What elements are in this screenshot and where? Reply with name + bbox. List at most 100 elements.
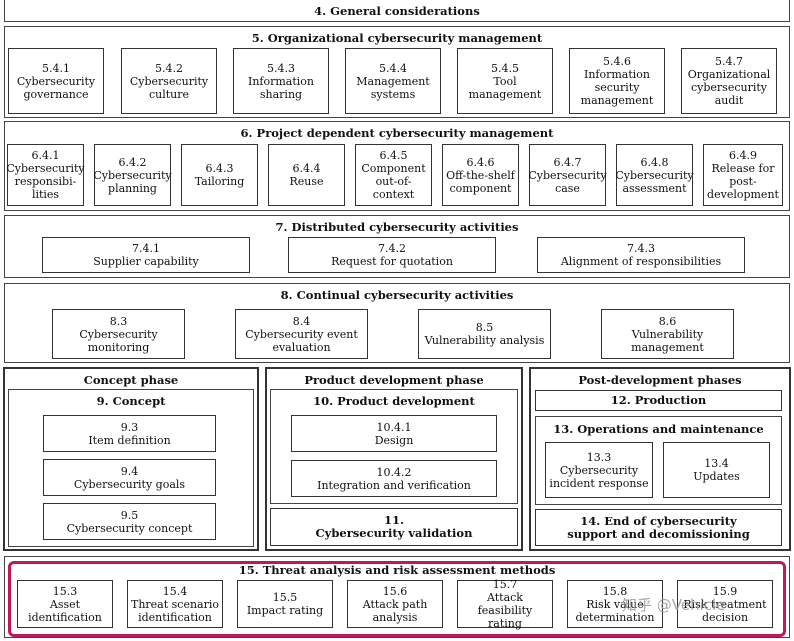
box-label: Organizational cybersecurity audit xyxy=(687,68,771,107)
product-phase-title: Product development phase xyxy=(304,373,484,387)
box-8-4: 8.4 Cybersecurity event evaluation xyxy=(235,309,368,359)
box-8-6: 8.6 Vulnerability management xyxy=(601,309,734,359)
box-label: Risk treatment decision xyxy=(683,597,767,624)
box-15-3: 15.3 Asset identification xyxy=(17,580,113,628)
box-label: Cybersecurity event evaluation xyxy=(245,327,358,354)
box-13-3: 13.3 Cybersecurity incident response xyxy=(545,442,653,498)
box-15-9: 15.9 Risk treatment decision xyxy=(677,580,773,628)
box-num: 9.5 xyxy=(120,508,139,522)
box-5-4-7: 5.4.7 Organizational cybersecurity audit xyxy=(681,48,777,114)
section-7-title: 7. Distributed cybersecurity activities xyxy=(275,220,519,234)
section-5-title: 5. Organizational cybersecurity manageme… xyxy=(251,31,543,45)
box-num: 7.4.2 xyxy=(378,242,406,255)
box-num: 6.4.6 xyxy=(466,155,495,169)
box-9-5: 9.5 Cybersecurity concept xyxy=(43,503,216,540)
section-8-title: 8. Continual cybersecurity activities xyxy=(280,288,514,302)
box-15-6: 15.6 Attack path analysis xyxy=(347,580,443,628)
box-label: Release for post-development xyxy=(707,162,779,201)
box-7-4-3: 7.4.3 Alignment of responsibilities xyxy=(537,237,745,273)
box-6-4-3: 6.4.3 Tailoring xyxy=(181,144,258,206)
box-label: Cybersecurity culture xyxy=(129,74,209,101)
box-8-5: 8.5 Vulnerability analysis xyxy=(418,309,551,359)
section-15-title: 15. Threat analysis and risk assessment … xyxy=(238,563,556,577)
section-4-general-considerations: 4. General considerations xyxy=(4,0,790,22)
box-11-validation: 11. Cybersecurity validation xyxy=(270,508,518,546)
box-num: 7.4.1 xyxy=(132,242,160,255)
box-6-4-4: 6.4.4 Reuse xyxy=(268,144,345,206)
box-label: Cybersecurity governance xyxy=(16,74,96,101)
box-num: 7.4.3 xyxy=(627,242,655,255)
box-label: Risk value determination xyxy=(575,597,655,624)
post-phase-title: Post-development phases xyxy=(578,373,742,387)
box-label: Cybersecurity incident response xyxy=(549,463,649,490)
box-label: Cybersecurity responsibi-lities xyxy=(6,162,85,201)
box-8-3: 8.3 Cybersecurity monitoring xyxy=(52,309,185,359)
box-num: 6.4.3 xyxy=(205,162,234,175)
box-label: 14. End of cybersecurity xyxy=(580,513,737,528)
box-num: 8.4 xyxy=(292,314,311,328)
box-9-4: 9.4 Cybersecurity goals xyxy=(43,459,216,496)
box-num: 15.7 xyxy=(492,578,518,591)
box-6-4-7: 6.4.7 Cybersecurity case xyxy=(528,144,607,206)
box-num: 6.4.7 xyxy=(553,155,582,169)
box-num: 6.4.9 xyxy=(729,149,757,162)
box-num: 11. xyxy=(383,513,404,527)
section-9-title: 9. Concept xyxy=(96,394,166,408)
box-10-4-2: 10.4.2 Integration and verification xyxy=(291,460,497,497)
box-num: 6.4.1 xyxy=(31,149,60,162)
box-num: 5.4.1 xyxy=(42,61,70,75)
box-15-5: 15.5 Impact rating xyxy=(237,580,333,628)
box-label: Cybersecurity validation xyxy=(315,526,473,540)
box-num: 5.4.2 xyxy=(155,61,183,75)
box-num: 9.4 xyxy=(120,464,139,478)
box-6-4-2: 6.4.2 Cybersecurity planning xyxy=(93,144,172,206)
box-5-4-2: 5.4.2 Cybersecurity culture xyxy=(121,48,217,114)
section-13-title: 13. Operations and maintenance xyxy=(553,422,764,436)
box-num: 5.4.5 xyxy=(491,61,519,75)
box-14-end-of-support: 14. End of cybersecurity support and dec… xyxy=(535,509,782,546)
box-13-4: 13.4 Updates xyxy=(663,442,770,498)
box-label: Threat scenario identification xyxy=(130,597,220,624)
box-label: Cybersecurity monitoring xyxy=(79,327,158,354)
box-12-production: 12. Production xyxy=(535,390,782,411)
box-num: 6.4.2 xyxy=(118,155,147,169)
box-num: 13.4 xyxy=(704,457,729,470)
concept-phase-title: Concept phase xyxy=(83,373,179,387)
box-label: Component out-of-context xyxy=(361,162,426,201)
box-7-4-2: 7.4.2 Request for quotation xyxy=(288,237,496,273)
box-label: 12. Production xyxy=(610,393,707,407)
section-4-title: 4. General considerations xyxy=(314,3,480,18)
box-label: Information sharing xyxy=(247,74,315,101)
box-6-4-9: 6.4.9 Release for post-development xyxy=(703,144,783,206)
box-num: 6.4.8 xyxy=(640,155,669,169)
box-num: 10.4.2 xyxy=(376,465,412,479)
box-num: 9.3 xyxy=(120,420,139,434)
box-5-4-5: 5.4.5 Tool management xyxy=(457,48,553,114)
section-6-title: 6. Project dependent cybersecurity manag… xyxy=(240,126,554,140)
box-label: support and decomissioning xyxy=(567,526,750,541)
watermark: 知乎 @Vehicle xyxy=(622,596,726,614)
box-num: 5.4.7 xyxy=(715,55,743,68)
box-num: 15.8 xyxy=(602,584,628,598)
box-15-4: 15.4 Threat scenario identification xyxy=(127,580,223,628)
box-15-8: 15.8 Risk value determination xyxy=(567,580,663,628)
box-label: Integration and verification xyxy=(317,478,471,492)
box-num: 5.4.3 xyxy=(267,61,295,75)
box-num: 5.4.4 xyxy=(379,61,407,75)
box-label: Tool management xyxy=(468,74,542,101)
box-num: 8.3 xyxy=(109,314,128,328)
box-6-4-8: 6.4.8 Cybersecurity assessment xyxy=(615,144,694,206)
box-label: Impact rating xyxy=(246,604,324,617)
box-num: 15.4 xyxy=(162,584,188,598)
box-label: Attack feasibility rating xyxy=(477,591,533,630)
box-label: Request for quotation xyxy=(331,255,453,268)
box-label: Off-the-shelf component xyxy=(446,168,515,195)
box-label: Vulnerability management xyxy=(631,327,704,354)
box-5-4-6: 5.4.6 Information security management xyxy=(569,48,665,114)
box-label: Tailoring xyxy=(194,175,245,188)
box-label: Cybersecurity planning xyxy=(93,168,172,195)
box-label: Cybersecurity assessment xyxy=(615,168,694,195)
box-label: Information security management xyxy=(580,68,654,107)
section-15-highlight: 15. Threat analysis and risk assessment … xyxy=(8,561,786,637)
box-label: Attack path analysis xyxy=(362,597,428,624)
